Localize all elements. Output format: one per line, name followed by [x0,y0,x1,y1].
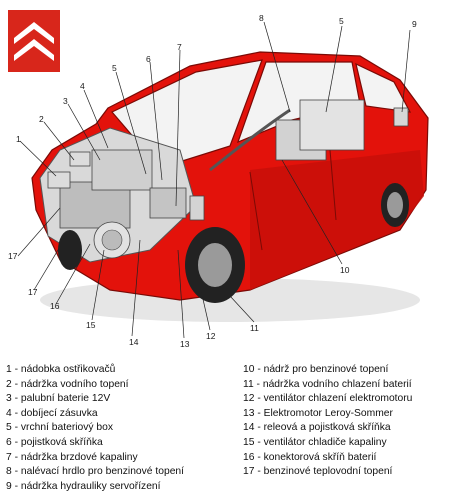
legend-item-16: 16 - konektorová skříň baterií [243,451,377,463]
legend-item-15: 15 - ventilátor chladiče kapaliny [243,436,387,448]
callout-14: 15 [86,320,96,330]
callout-16: 17 [28,287,38,297]
legend-item-2: 2 - nádržka vodního topení [6,378,129,390]
car-cutaway-illustration [8,10,429,339]
callout-4: 4 [80,81,85,91]
callout-15: 16 [50,301,60,311]
legend-item-13: 13 - Elektromotor Leroy-Sommer [243,407,393,419]
callout-17: 17 [8,251,18,261]
legend-item-3: 3 - palubní baterie 12V [6,393,111,405]
legend-item-1: 1 - nádobka ostřikovačů [6,364,116,375]
legend-left-column: 1 - nádobka ostřikovačů 2 - nádržka vodn… [6,363,184,494]
legend-item-17: 17 - benzinové teplovodní topení [243,466,393,478]
legend-right-column: 10 - nádrž pro benzinové topení 11 - nád… [243,363,412,480]
interior-components [209,99,409,172]
callout-5-rear: 5 [339,16,344,26]
legend-item-5: 5 - vrchní bateriový box [6,422,114,434]
legend-item-14: 14 - releová a pojistková skříňka [243,422,391,434]
callout-1: 1 [16,134,21,144]
legend-item-6: 6 - pojistková skříňka [6,436,103,448]
legend-item-8: 8 - nalévací hrdlo pro benzinové topení [6,466,185,478]
callout-13: 13 [180,339,190,349]
legend-item-7: 7 - nádržka brzdové kapaliny [6,451,138,463]
callout-6: 6 [146,54,151,64]
callout-11: 11 [250,323,259,333]
callout-5-bottom: 14 [129,337,139,347]
legend-item-11: 11 - nádržka vodního chlazení baterií [243,378,412,390]
callout-9: 9 [412,19,417,29]
callout-10: 10 [340,265,350,275]
callout-7: 7 [177,42,182,52]
legend-item-12: 12 - ventilátor chlazení elektromotoru [243,393,413,405]
legend-item-10: 10 - nádrž pro benzinové topení [243,364,389,375]
legend-item-4: 4 - dobíjecí zásuvka [6,407,98,419]
callout-12: 12 [206,331,216,341]
legend-item-9: 9 - nádržka hydrauliky servořízení [6,480,161,492]
callout-5-top: 5 [112,63,117,73]
callout-8: 8 [259,13,264,23]
callout-3: 3 [63,96,68,106]
engine-components [47,149,205,259]
leader-lines [17,21,411,339]
callout-2: 2 [39,114,44,124]
double-chevron-logo [8,10,60,72]
